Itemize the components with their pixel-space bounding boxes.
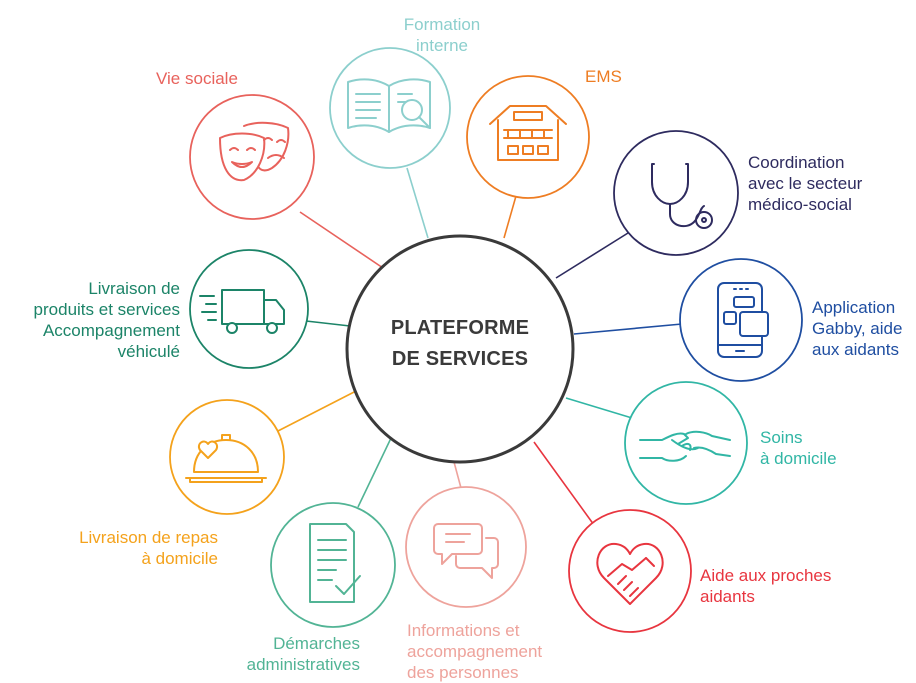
node-circle-coordination — [613, 130, 739, 256]
label-livraison: Livraison de produits et services Accomp… — [4, 278, 180, 362]
label-line: à domicile — [141, 549, 218, 568]
label-formation: Formation interne — [392, 14, 492, 56]
label-line: Informations et — [407, 621, 520, 640]
label-line: Coordination — [748, 153, 845, 172]
connector-demarches — [357, 435, 393, 508]
center-title: PLATEFORME DE SERVICES — [362, 313, 558, 375]
label-demarches: Démarches administratives — [190, 633, 360, 675]
label-repas: Livraison de repas à domicile — [40, 527, 218, 569]
label-line: administratives — [246, 655, 360, 674]
label-line: à domicile — [760, 449, 837, 468]
label-line: véhiculé — [117, 342, 180, 361]
connector-application — [573, 323, 683, 335]
label-line: Aide aux proches — [700, 566, 832, 585]
cloche-heart-icon — [185, 434, 267, 483]
connector-ems — [503, 195, 517, 239]
document-check-icon — [309, 523, 361, 603]
label-line: des personnes — [407, 663, 519, 682]
smartphone-app-icon — [717, 282, 769, 358]
connector-livraison — [305, 320, 351, 327]
connector-informations — [453, 461, 462, 489]
connector-soins — [565, 397, 633, 419]
connector-repas — [275, 389, 359, 433]
theater-masks-icon — [219, 121, 290, 182]
node-repas — [169, 399, 285, 515]
node-aide-proches — [568, 509, 692, 633]
heart-handshake-icon — [596, 542, 664, 605]
building-icon — [489, 105, 567, 161]
node-circle-informations — [405, 486, 527, 608]
connector-aide-proches — [533, 441, 595, 526]
label-line: Livraison de — [88, 279, 180, 298]
label-line: Livraison de repas — [79, 528, 218, 547]
node-circle-soins — [624, 381, 748, 505]
label-line: Vie sociale — [156, 69, 238, 88]
label-line: Application — [812, 298, 896, 317]
node-informations — [405, 486, 527, 608]
stethoscope-icon — [651, 163, 713, 229]
node-circle-demarches — [270, 502, 396, 628]
label-line: EMS — [585, 67, 622, 86]
connector-vie-sociale — [299, 211, 387, 271]
label-line: accompagnement — [407, 642, 543, 661]
node-vie-sociale — [189, 94, 315, 220]
label-line: Gabby, aide — [812, 319, 903, 338]
label-line: médico-social — [748, 195, 852, 214]
node-formation — [329, 47, 451, 169]
label-line: produits et services — [33, 300, 180, 319]
node-livraison — [189, 249, 309, 369]
node-circle-repas — [169, 399, 285, 515]
label-soins: Soins à domicile — [760, 427, 837, 469]
label-ems: EMS — [585, 66, 622, 87]
delivery-truck-icon — [199, 289, 285, 334]
chat-bubbles-icon — [433, 523, 499, 579]
book-magnifier-icon — [347, 78, 431, 133]
label-vie-sociale: Vie sociale — [156, 68, 238, 89]
label-aide-proches: Aide aux proches aidants — [700, 565, 831, 607]
center-title-line-1: PLATEFORME — [390, 317, 530, 339]
label-line: aux aidants — [812, 340, 899, 359]
connector-coordination — [555, 232, 629, 279]
label-informations: Informations et accompagnement des perso… — [407, 620, 542, 683]
holding-hands-icon — [639, 430, 731, 462]
label-application: Application Gabby, aide aux aidants — [812, 297, 902, 360]
center-title-line-2: DE SERVICES — [391, 348, 529, 370]
label-line: Accompagnement — [42, 321, 180, 340]
node-soins — [624, 381, 748, 505]
node-circle-aide-proches — [568, 509, 692, 633]
label-line: aidants — [700, 587, 755, 606]
label-line: Formation — [403, 15, 481, 34]
node-coordination — [613, 130, 739, 256]
node-application — [679, 258, 803, 382]
connector-formation — [406, 167, 429, 239]
label-line: Démarches — [273, 634, 360, 653]
center-circle — [345, 234, 575, 464]
label-line: Soins — [760, 428, 803, 447]
node-demarches — [270, 502, 396, 628]
node-circle-livraison — [189, 249, 309, 369]
node-ems — [466, 75, 590, 199]
label-line: avec le secteur — [748, 174, 863, 193]
label-coordination: Coordination avec le secteur médico-soci… — [748, 152, 862, 215]
label-line: interne — [416, 36, 468, 55]
